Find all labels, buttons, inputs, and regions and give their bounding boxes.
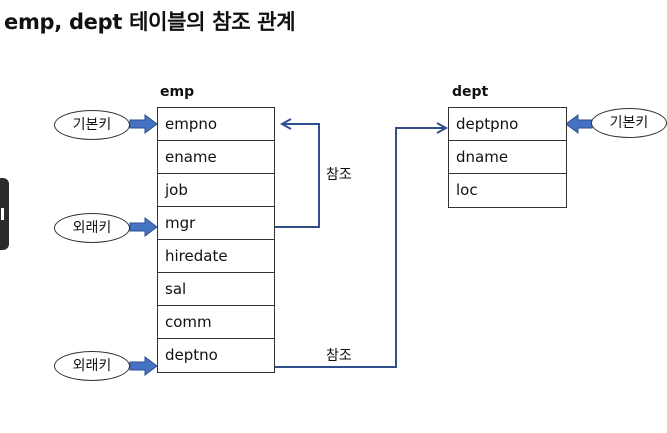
- dept-column-deptpno: deptpno: [449, 108, 566, 141]
- deptno-key-arrow: [129, 356, 158, 376]
- emp-column-hiredate: hiredate: [158, 240, 274, 273]
- emp-column-empno: empno: [158, 108, 274, 141]
- side-tab-mark: [1, 208, 4, 220]
- dept-column-loc: loc: [456, 181, 478, 199]
- self-reference-connector: [274, 124, 320, 228]
- side-panel-tab[interactable]: [0, 178, 9, 250]
- dept-column-dname: dname: [449, 141, 566, 174]
- foreign-key-oval-deptno: 외래키: [54, 351, 130, 381]
- emp-column-sal: sal: [158, 273, 274, 306]
- emp-table-name: emp: [160, 84, 195, 100]
- deptpno-key-arrow: [565, 114, 593, 134]
- primary-key-oval-emp: 기본키: [54, 110, 130, 140]
- emp-column-job: job: [158, 174, 274, 207]
- empno-key-arrow: [129, 114, 158, 134]
- dept-table-name: dept: [452, 84, 489, 100]
- emp-column-comm: comm: [158, 306, 274, 339]
- dept-reference-connector: [274, 128, 446, 368]
- emp-column-deptno: deptno: [165, 346, 218, 364]
- dept-reference-label: 참조: [326, 348, 352, 364]
- mgr-key-arrow: [129, 217, 158, 237]
- foreign-key-oval-mgr: 외래키: [54, 213, 130, 243]
- diagram-title: emp, dept 테이블의 참조 관계: [4, 10, 296, 34]
- primary-key-oval-dept: 기본키: [591, 108, 667, 138]
- emp-column-ename: ename: [158, 141, 274, 174]
- dept-table: deptpno dname loc: [448, 107, 567, 208]
- self-reference-label: 참조: [326, 167, 352, 183]
- emp-column-mgr: mgr: [158, 207, 274, 240]
- emp-table: empno ename job mgr hiredate sal comm de…: [157, 107, 275, 373]
